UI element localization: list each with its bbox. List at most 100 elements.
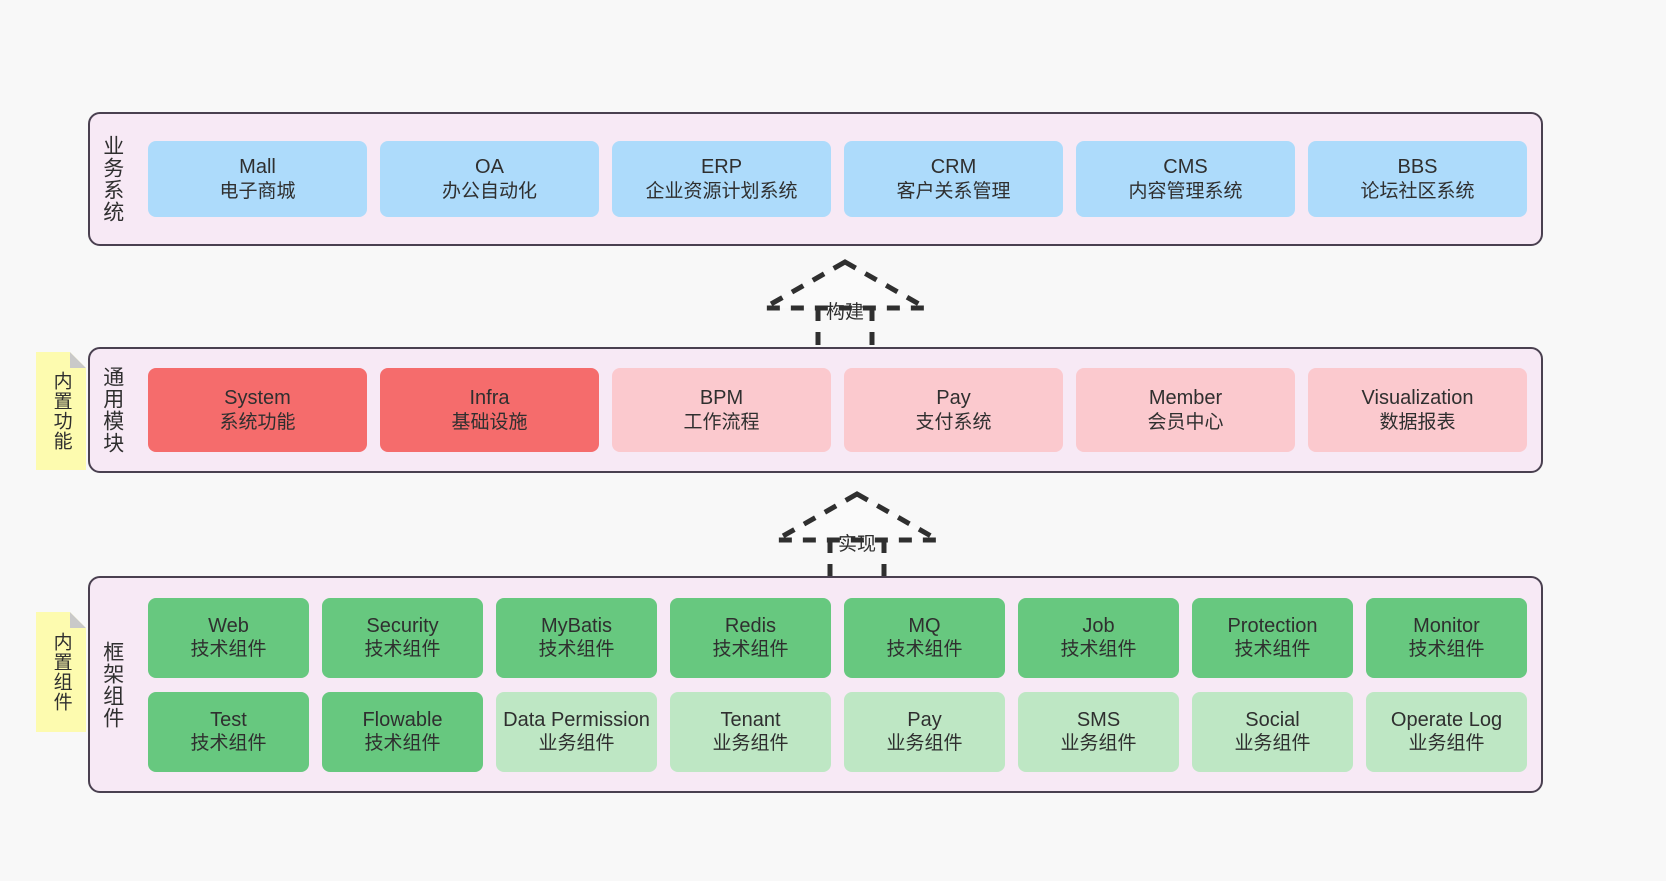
node-title: MyBatis <box>540 614 613 637</box>
node-row: Mall 电子商城 OA 办公自动化 ERP 企业资源计划系统 CRM 客户关系… <box>148 141 1527 217</box>
node-title: MQ <box>908 614 941 637</box>
node-subtitle: 技术组件 <box>712 639 789 661</box>
node-title: Web <box>208 614 249 637</box>
node-mall[interactable]: Mall 电子商城 <box>148 141 367 217</box>
node-title: Operate Log <box>1390 708 1503 731</box>
layer-caption-common: 通用模块 <box>100 366 124 454</box>
layer-body-common: System 系统功能 Infra 基础设施 BPM 工作流程 Pay 支付系统… <box>134 349 1541 471</box>
arrow-shaft <box>815 308 875 356</box>
node-title: Test <box>210 708 247 731</box>
node-infra[interactable]: Infra 基础设施 <box>380 368 599 452</box>
node-subtitle: 数据报表 <box>1379 411 1456 433</box>
node-subtitle: 客户关系管理 <box>896 180 1011 202</box>
node-data-permission[interactable]: Data Permission 业务组件 <box>496 691 657 772</box>
node-protection[interactable]: Protection 技术组件 <box>1192 597 1353 678</box>
node-subtitle: 业务组件 <box>538 733 615 755</box>
node-subtitle: 基础设施 <box>451 411 528 433</box>
node-row: Web 技术组件 Security 技术组件 MyBatis 技术组件 Redi… <box>148 597 1527 678</box>
node-subtitle: 技术组件 <box>190 639 267 661</box>
sticky-note-builtin-components: 内置组件 <box>36 612 86 732</box>
node-title: Protection <box>1227 614 1318 637</box>
layer-body-business: Mall 电子商城 OA 办公自动化 ERP 企业资源计划系统 CRM 客户关系… <box>134 114 1541 244</box>
arrow-head-triangle <box>754 259 936 311</box>
node-monitor[interactable]: Monitor 技术组件 <box>1366 597 1527 678</box>
node-redis[interactable]: Redis 技术组件 <box>670 597 831 678</box>
node-title: OA <box>475 156 504 179</box>
node-job[interactable]: Job 技术组件 <box>1018 597 1179 678</box>
node-title: Job <box>1082 614 1115 637</box>
node-title: Infra <box>469 387 510 410</box>
node-crm[interactable]: CRM 客户关系管理 <box>844 141 1063 217</box>
node-bpm[interactable]: BPM 工作流程 <box>612 368 831 452</box>
node-subtitle: 技术组件 <box>1234 639 1311 661</box>
connector-implement-arrow: 实现 <box>766 490 948 590</box>
node-subtitle: 技术组件 <box>538 639 615 661</box>
node-system[interactable]: System 系统功能 <box>148 368 367 452</box>
node-title: Redis <box>724 614 777 637</box>
node-member[interactable]: Member 会员中心 <box>1076 368 1295 452</box>
node-subtitle: 技术组件 <box>1060 639 1137 661</box>
node-title: CMS <box>1163 156 1208 179</box>
layer-common-modules: 通用模块 System 系统功能 Infra 基础设施 BPM 工作流程 Pay… <box>88 347 1543 473</box>
node-security[interactable]: Security 技术组件 <box>322 597 483 678</box>
node-subtitle: 业务组件 <box>712 733 789 755</box>
node-subtitle: 技术组件 <box>886 639 963 661</box>
node-title: BBS <box>1397 156 1438 179</box>
sticky-note-builtin-features: 内置功能 <box>36 352 86 470</box>
node-subtitle: 技术组件 <box>364 733 441 755</box>
node-subtitle: 电子商城 <box>219 180 296 202</box>
node-mybatis[interactable]: MyBatis 技术组件 <box>496 597 657 678</box>
layer-business-systems: 业务系统 Mall 电子商城 OA 办公自动化 ERP 企业资源计划系统 CRM… <box>88 112 1543 246</box>
node-title: SMS <box>1076 708 1121 731</box>
arrow-shaft <box>827 540 887 588</box>
node-subtitle: 会员中心 <box>1147 411 1224 433</box>
node-title: Pay <box>936 387 971 410</box>
node-sms[interactable]: SMS 业务组件 <box>1018 691 1179 772</box>
node-subtitle: 业务组件 <box>1408 733 1485 755</box>
node-title: Tenant <box>720 708 781 731</box>
node-erp[interactable]: ERP 企业资源计划系统 <box>612 141 831 217</box>
node-title: System <box>224 387 291 410</box>
node-title: Member <box>1148 387 1223 410</box>
node-tenant[interactable]: Tenant 业务组件 <box>670 691 831 772</box>
node-title: BPM <box>699 387 744 410</box>
node-pay[interactable]: Pay 支付系统 <box>844 368 1063 452</box>
connector-implement-label: 实现 <box>837 534 876 555</box>
node-title: Visualization <box>1361 387 1474 410</box>
node-flowable[interactable]: Flowable 技术组件 <box>322 691 483 772</box>
node-title: Data Permission <box>503 708 650 731</box>
node-oa[interactable]: OA 办公自动化 <box>380 141 599 217</box>
node-title: Monitor <box>1413 614 1480 637</box>
node-bbs[interactable]: BBS 论坛社区系统 <box>1308 141 1527 217</box>
layer-caption-business: 业务系统 <box>100 135 124 223</box>
node-subtitle: 内容管理系统 <box>1128 180 1243 202</box>
node-subtitle: 支付系统 <box>915 411 992 433</box>
node-title: Social <box>1245 708 1300 731</box>
node-subtitle: 技术组件 <box>1408 639 1485 661</box>
node-title: CRM <box>930 156 977 179</box>
node-title: ERP <box>700 156 743 179</box>
node-pay-business[interactable]: Pay 业务组件 <box>844 691 1005 772</box>
node-visualization[interactable]: Visualization 数据报表 <box>1308 368 1527 452</box>
node-social[interactable]: Social 业务组件 <box>1192 691 1353 772</box>
node-test[interactable]: Test 技术组件 <box>148 691 309 772</box>
node-subtitle: 系统功能 <box>219 411 296 433</box>
node-mq[interactable]: MQ 技术组件 <box>844 597 1005 678</box>
node-subtitle: 办公自动化 <box>441 180 537 202</box>
node-row: Test 技术组件 Flowable 技术组件 Data Permission … <box>148 691 1527 772</box>
node-subtitle: 工作流程 <box>683 411 760 433</box>
node-title: Security <box>366 614 439 637</box>
node-subtitle: 业务组件 <box>1234 733 1311 755</box>
node-title: Pay <box>907 708 942 731</box>
node-row: System 系统功能 Infra 基础设施 BPM 工作流程 Pay 支付系统… <box>148 368 1527 452</box>
connector-build-arrow: 构建 <box>754 258 936 358</box>
node-subtitle: 技术组件 <box>190 733 267 755</box>
node-operate-log[interactable]: Operate Log 业务组件 <box>1366 691 1527 772</box>
node-cms[interactable]: CMS 内容管理系统 <box>1076 141 1295 217</box>
layer-framework-components: 框架组件 Web 技术组件 Security 技术组件 MyBatis 技术组件… <box>88 576 1543 793</box>
node-title: Mall <box>239 156 276 179</box>
node-web[interactable]: Web 技术组件 <box>148 597 309 678</box>
arrow-head-triangle <box>766 491 948 543</box>
node-subtitle: 业务组件 <box>1060 733 1137 755</box>
